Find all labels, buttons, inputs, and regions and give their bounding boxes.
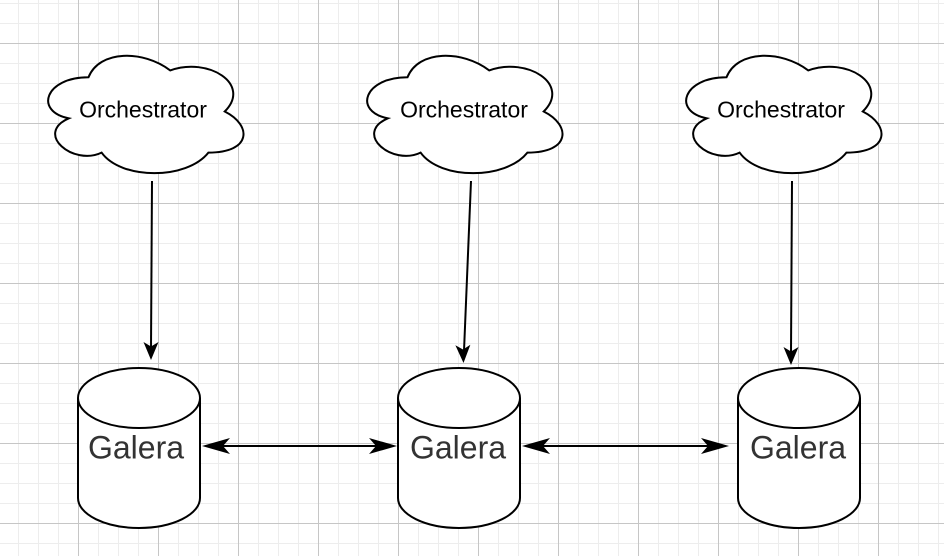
arrow-galera1-galera2[interactable] [202,438,397,454]
arrow-galera2-galera3[interactable] [522,438,729,454]
arrow-orchestrator1-to-galera1[interactable] [143,180,159,360]
orchestrator-label-2[interactable]: Orchestrator [400,96,528,123]
orchestrator-label-3[interactable]: Orchestrator [717,96,845,123]
arrow-orchestrator3-to-galera3[interactable] [783,180,799,365]
galera-label-2[interactable]: Galera [409,429,507,466]
arrow-orchestrator2-to-galera2[interactable] [455,180,472,364]
galera-label-1[interactable]: Galera [87,429,185,466]
orchestrator-label-1[interactable]: Orchestrator [79,96,207,123]
galera-label-3[interactable]: Galera [749,429,847,466]
